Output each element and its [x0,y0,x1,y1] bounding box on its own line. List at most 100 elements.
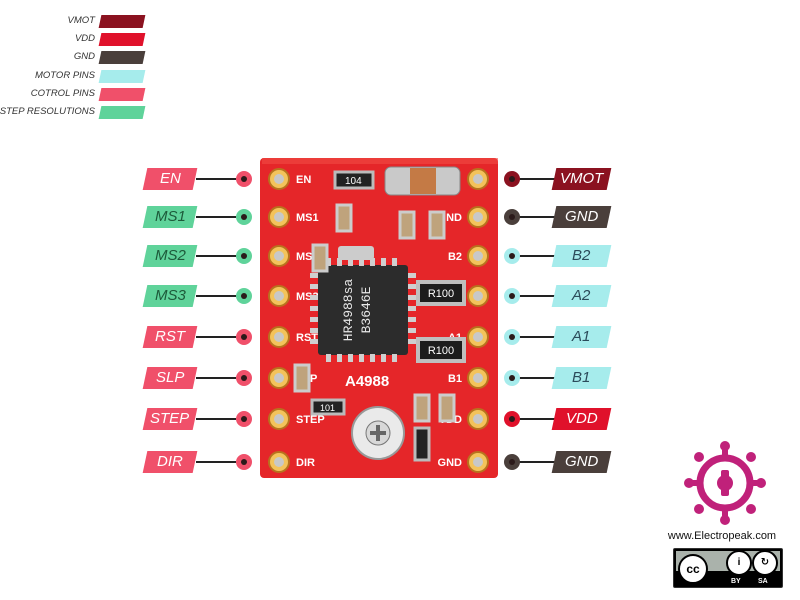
chip-lead [381,354,386,362]
left-pin-label: DIR [142,451,198,473]
pin-label-text: EN [159,170,181,187]
potentiometer-slot [376,425,380,441]
right-terminal-dot [509,293,515,299]
legend-item: VDD [0,32,150,47]
right-pin-label: GND [551,206,612,228]
left-pin [274,414,284,424]
resistor-103 [413,426,431,462]
driver-board: ENMS1MS2MS3RSTSLPSTEPDIRGNDB2A2A1B1VDDGN… [260,158,498,478]
pin-label-text: SLP [155,369,185,386]
left-pin [274,291,284,301]
model-label: A4988 [345,373,389,390]
pin-label-text: B1 [572,369,591,386]
chip-lead [310,339,318,344]
legend-label: VMOT [67,15,95,26]
attribution-icon: i [726,550,752,576]
chip-lead [381,258,386,266]
chip-lead [310,284,318,289]
right-pin [473,174,483,184]
chip-lead [408,339,416,344]
right-pin [473,457,483,467]
legend-item: MOTOR PINS [0,69,150,84]
smd-part [338,246,374,260]
chip-lead [408,328,416,333]
pin-label-text: RST [155,328,185,345]
pin-label-text: GND [564,208,599,225]
smd-capacitor [413,393,431,423]
left-terminal-dot [241,293,247,299]
right-terminal-dot [509,253,515,259]
chip-lead [310,273,318,278]
chip-lead [408,273,416,278]
pin-label-text: MS2 [154,247,186,264]
silk-right-label: GND [438,457,463,469]
sense-resistor [416,337,466,363]
smd-capacitor [335,203,353,233]
chip-lead [408,295,416,300]
left-pin-label: MS3 [142,285,198,307]
share-alike-icon: ↻ [752,550,778,576]
website-url[interactable]: www.Electropeak.com [667,530,777,542]
chip-lead [359,258,364,266]
sense-resistor [416,280,466,306]
silk-left-label: MS1 [296,212,319,224]
chip-lead [310,306,318,311]
right-pin [473,373,483,383]
left-terminal-dot [241,459,247,465]
chip-lead [392,258,397,266]
resistor-101 [310,398,346,416]
pin-label-text: GND [564,453,599,470]
chip-marking: B3646E [359,286,374,333]
right-pin [473,291,483,301]
chip-lead [370,354,375,362]
legend-item: GND [0,50,150,65]
left-pin [274,251,284,261]
left-pin [274,457,284,467]
left-terminal-dot [241,334,247,340]
right-pin-label: A2 [551,285,612,307]
legend-item: VMOT [0,14,150,29]
resistor-label: 104 [345,176,362,187]
left-pin [274,332,284,342]
smd-capacitor [293,363,311,393]
chip-lead [326,354,331,362]
right-pin [473,212,483,222]
legend-label: GND [73,51,95,63]
legend-label: COTROL PINS [30,87,95,99]
pin-label-text: VDD [565,410,598,427]
left-pin-label: SLP [142,367,198,389]
left-pin [274,174,284,184]
right-terminal-dot [509,334,515,340]
legend-item: COTROL PINS [0,87,150,102]
chip-lead [337,354,342,362]
pin-wires [196,171,558,470]
left-pin-label: STEP [142,408,198,430]
right-terminal-dot [509,176,515,182]
chip-lead [310,317,318,322]
chip-lead [359,354,364,362]
cc-sa-label: SA [758,578,768,585]
cc-license-badge[interactable]: cc i ↻ BY SA [673,548,783,588]
chip-lead [348,258,353,266]
right-pin-label: B2 [551,245,612,267]
left-pin [274,373,284,383]
right-pin-label: A1 [551,326,612,348]
right-terminal-dot [509,375,515,381]
cc-by-label: BY [731,578,741,585]
electropeak-logo [684,441,766,525]
right-pin [473,414,483,424]
silk-left-label: DIR [296,457,315,469]
chip-marking: HR4988sa [341,279,356,342]
chip-lead [392,354,397,362]
legend-label: MOTOR PINS [35,69,95,81]
resistor-104 [333,170,375,190]
silk-left-label: EN [296,174,311,186]
pin-label-text: DIR [157,453,183,470]
left-terminal-dot [241,253,247,259]
right-terminal-dot [509,416,515,422]
chip-lead [408,317,416,322]
cc-icon: cc [678,554,708,584]
pin-label-text: A1 [572,328,591,345]
silk-right-label: B1 [448,373,462,385]
legend-item: STEP RESOLUTIONS [0,105,150,120]
